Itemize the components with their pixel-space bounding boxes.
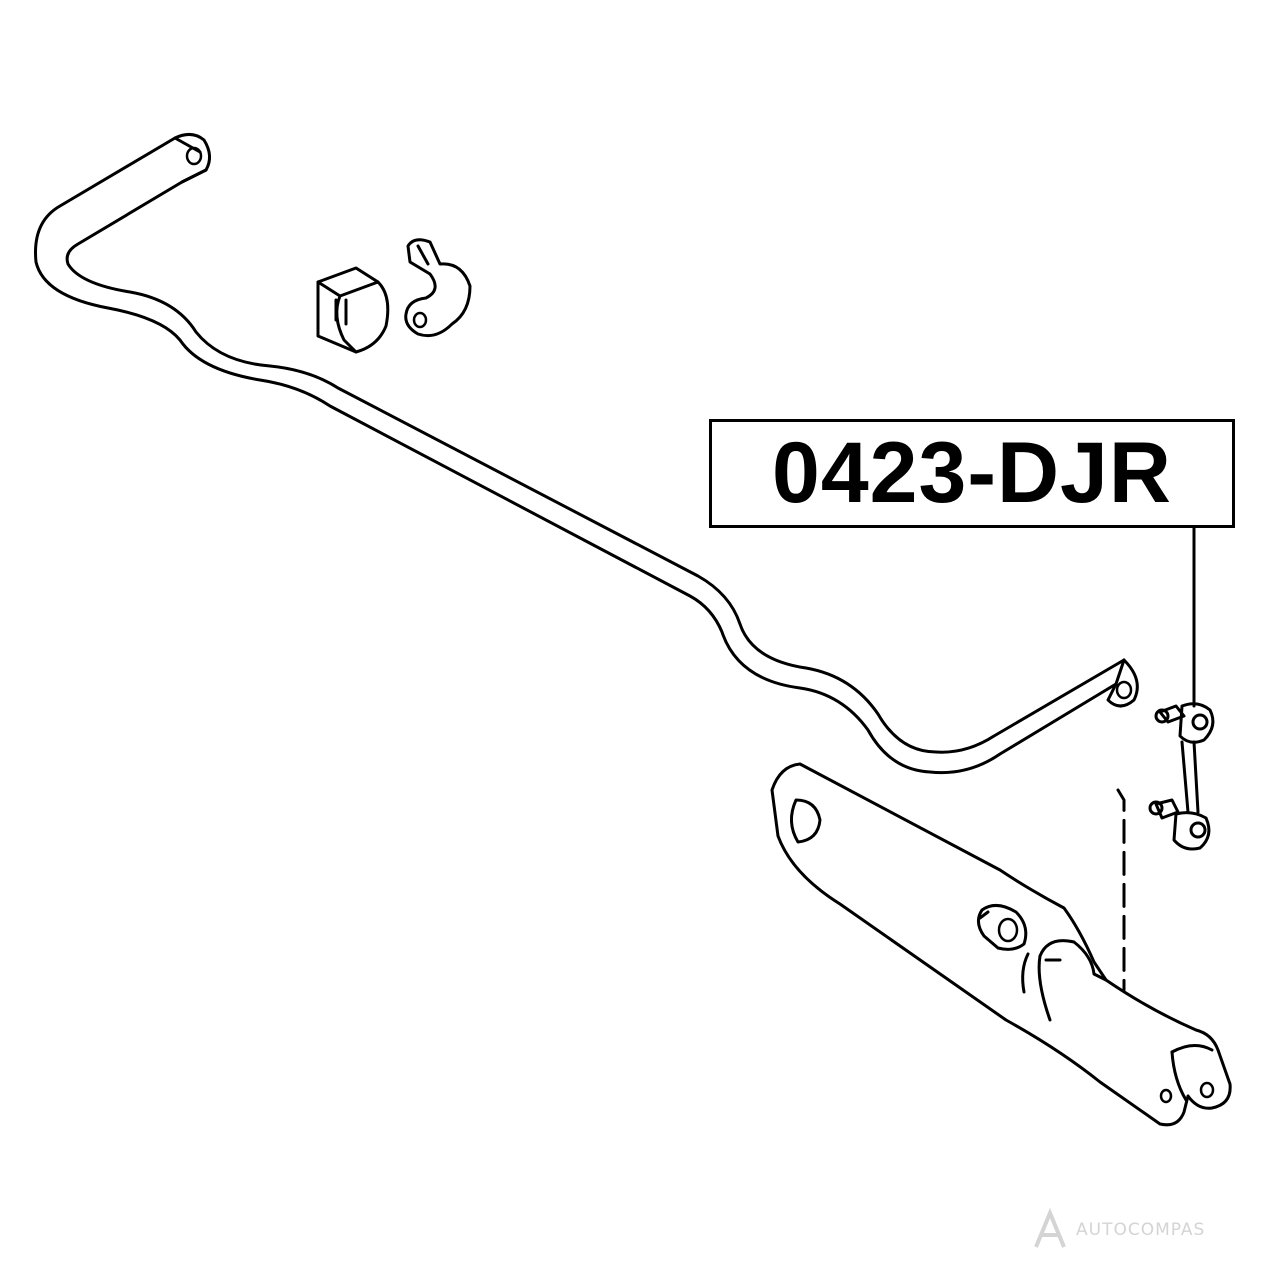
assembly-dashed-line bbox=[1116, 788, 1126, 992]
stabilizer-bushing bbox=[316, 266, 390, 354]
arm-bushing bbox=[977, 904, 1028, 951]
autocompas-logo-icon bbox=[1034, 1207, 1066, 1248]
bushing-bracket bbox=[404, 238, 472, 338]
stabilizer-bar bbox=[34, 133, 1139, 775]
stabilizer-link bbox=[1148, 702, 1215, 851]
watermark: AUTOCOMPAS bbox=[1030, 1205, 1205, 1255]
part-number-label: 0423-DJR bbox=[709, 419, 1235, 528]
lower-control-arm bbox=[770, 762, 1232, 1127]
watermark-text: AUTOCOMPAS bbox=[1076, 1220, 1206, 1240]
